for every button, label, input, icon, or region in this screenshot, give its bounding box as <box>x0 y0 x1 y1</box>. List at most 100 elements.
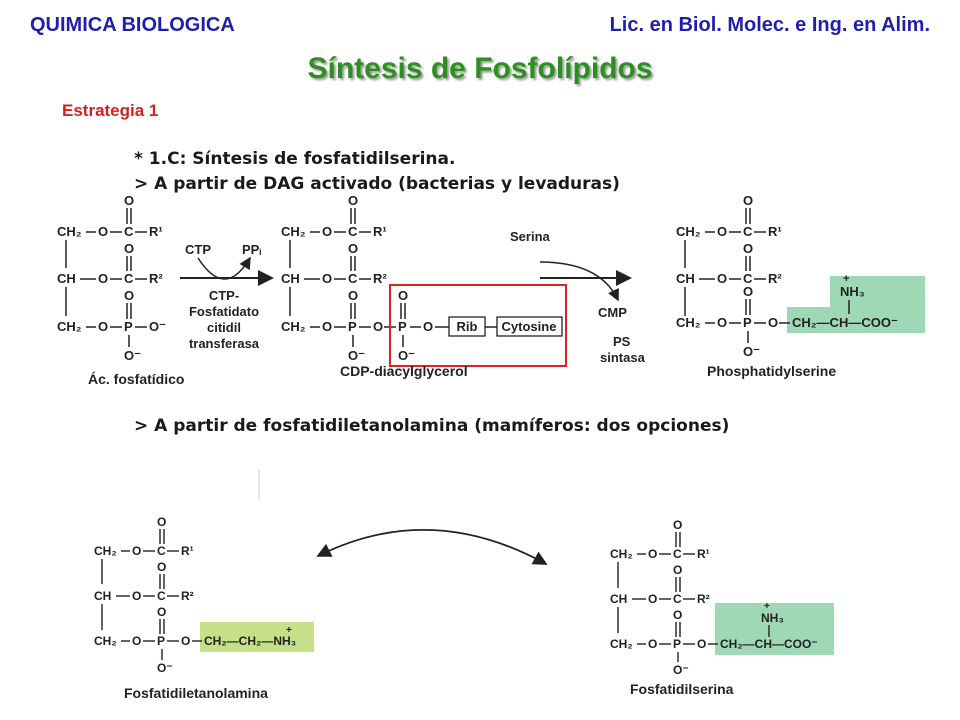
svg-text:C: C <box>124 224 134 239</box>
course-subtitle: Lic. en Biol. Molec. e Ing. en Alim. <box>609 14 930 36</box>
svg-text:CTP-: CTP- <box>209 288 239 303</box>
svg-text:O: O <box>157 605 166 619</box>
svg-text:O: O <box>648 592 657 606</box>
enzyme-2-line1: PS <box>613 334 631 349</box>
svg-text:C: C <box>673 592 682 606</box>
svg-text:+: + <box>843 273 849 285</box>
svg-text:C: C <box>743 271 753 286</box>
svg-text:O⁻: O⁻ <box>743 344 760 359</box>
course-title: QUIMICA BIOLOGICA <box>30 14 235 36</box>
svg-text:NH₃: NH₃ <box>761 611 784 625</box>
svg-text:R¹: R¹ <box>181 544 194 558</box>
svg-text:CH: CH <box>610 592 627 606</box>
svg-text:O: O <box>98 319 108 334</box>
note-line-2: > A partir de DAG activado (bacterias y … <box>134 174 620 194</box>
svg-text:O: O <box>717 271 727 286</box>
svg-text:P: P <box>348 319 357 334</box>
svg-text:CH₂: CH₂ <box>94 634 117 648</box>
phosphatidylethanolamine-label: Fosfatidiletanolamina <box>124 685 268 701</box>
svg-text:CH₂: CH₂ <box>94 544 117 558</box>
svg-text:R¹: R¹ <box>697 547 710 561</box>
svg-text:O⁻: O⁻ <box>149 319 166 334</box>
svg-text:C: C <box>157 544 166 558</box>
svg-text:R¹: R¹ <box>373 224 387 239</box>
svg-text:O⁻: O⁻ <box>348 348 365 363</box>
svg-text:P: P <box>124 319 133 334</box>
svg-text:O: O <box>743 241 753 256</box>
svg-text:O: O <box>398 288 408 303</box>
svg-text:CH₂: CH₂ <box>676 224 701 239</box>
cmp-label: CMP <box>598 305 627 320</box>
note-line-3: > A partir de fosfatidiletanolamina (mam… <box>134 416 730 436</box>
svg-text:O: O <box>124 193 134 208</box>
svg-text:O: O <box>743 193 753 208</box>
phosphatidylserine-bottom-structure: CH₂ O C O R¹ CH O C O R² CH₂ O P O O⁻ O <box>610 518 834 677</box>
svg-text:R²: R² <box>373 271 387 286</box>
svg-text:C: C <box>348 224 358 239</box>
svg-text:O: O <box>673 608 682 622</box>
svg-text:CH: CH <box>676 271 695 286</box>
serina-label: Serina <box>510 229 551 244</box>
svg-text:O⁻: O⁻ <box>124 348 141 363</box>
svg-text:R¹: R¹ <box>149 224 163 239</box>
page-title: Síntesis de Fosfolípidos <box>307 52 653 85</box>
svg-text:citidil: citidil <box>207 320 241 335</box>
svg-text:CH₂: CH₂ <box>610 637 633 651</box>
svg-text:P: P <box>398 319 407 334</box>
svg-text:O: O <box>132 544 141 558</box>
svg-text:O: O <box>697 637 706 651</box>
svg-text:O: O <box>322 224 332 239</box>
svg-text:O⁻: O⁻ <box>157 661 173 675</box>
reaction-arrow-1 <box>180 256 274 286</box>
note-line-1: * 1.C: Síntesis de fosfatidilserina. <box>134 149 456 169</box>
svg-text:R²: R² <box>181 589 194 603</box>
enzyme-1-label: CTP- Fosfatidato citidil transferasa <box>189 288 260 351</box>
svg-text:R¹: R¹ <box>768 224 782 239</box>
c3-ch2: CH₂ <box>57 319 82 334</box>
svg-text:CH₂: CH₂ <box>281 319 306 334</box>
svg-text:O: O <box>322 319 332 334</box>
svg-text:O: O <box>768 315 778 330</box>
phosphatidic-acid-structure: CH₂ O C O R¹ CH O C O R² CH₂ O P O O⁻ O⁻ <box>57 193 166 363</box>
svg-text:P: P <box>743 315 752 330</box>
svg-text:CH₂: CH₂ <box>676 315 701 330</box>
svg-text:CH₂—CH₂—NH₃: CH₂—CH₂—NH₃ <box>204 634 296 648</box>
phosphatidylethanolamine-structure: CH₂ O C O R¹ CH O C O R² CH₂ O P O O⁻ O <box>94 515 314 675</box>
phosphatidylserine-structure: CH₂ O C O R¹ CH O C O R² CH₂ O P O O⁻ O <box>676 193 925 359</box>
svg-text:R²: R² <box>768 271 782 286</box>
serine-highlight <box>787 276 925 333</box>
reaction-arrow-2 <box>539 261 632 302</box>
cmp-highlight-box <box>389 284 567 367</box>
svg-text:O: O <box>157 560 166 574</box>
svg-text:O: O <box>132 634 141 648</box>
svg-text:O: O <box>673 563 682 577</box>
c1-ch2: CH₂ <box>57 224 82 239</box>
svg-text:O: O <box>348 288 358 303</box>
svg-text:O⁻: O⁻ <box>673 663 689 677</box>
svg-text:O: O <box>98 224 108 239</box>
svg-text:O: O <box>648 637 657 651</box>
svg-text:O: O <box>717 315 727 330</box>
svg-text:transferasa: transferasa <box>189 336 260 351</box>
cdp-diacylglycerol-structure: CH₂ O C O R¹ CH O C O R² CH₂ O P O O⁻ O <box>281 193 567 367</box>
phosphatidic-acid-label: Ác. fosfatídico <box>88 371 184 387</box>
cytosine-box <box>496 316 563 337</box>
svg-text:C: C <box>157 589 166 603</box>
c2-ch: CH <box>57 271 76 286</box>
svg-text:O: O <box>181 634 190 648</box>
serine-bottom-highlight <box>715 603 834 655</box>
svg-text:P: P <box>157 634 165 648</box>
svg-text:O: O <box>322 271 332 286</box>
svg-text:O: O <box>98 271 108 286</box>
svg-text:O: O <box>648 547 657 561</box>
svg-text:+: + <box>764 601 770 612</box>
ethanolamine-highlight <box>200 622 314 652</box>
svg-text:O: O <box>132 589 141 603</box>
interconversion-arrow <box>316 529 548 565</box>
svg-text:C: C <box>743 224 753 239</box>
svg-text:O: O <box>348 193 358 208</box>
svg-text:O: O <box>124 241 134 256</box>
svg-text:CH₂—CH—COO⁻: CH₂—CH—COO⁻ <box>792 315 898 330</box>
svg-text:R²: R² <box>149 271 163 286</box>
